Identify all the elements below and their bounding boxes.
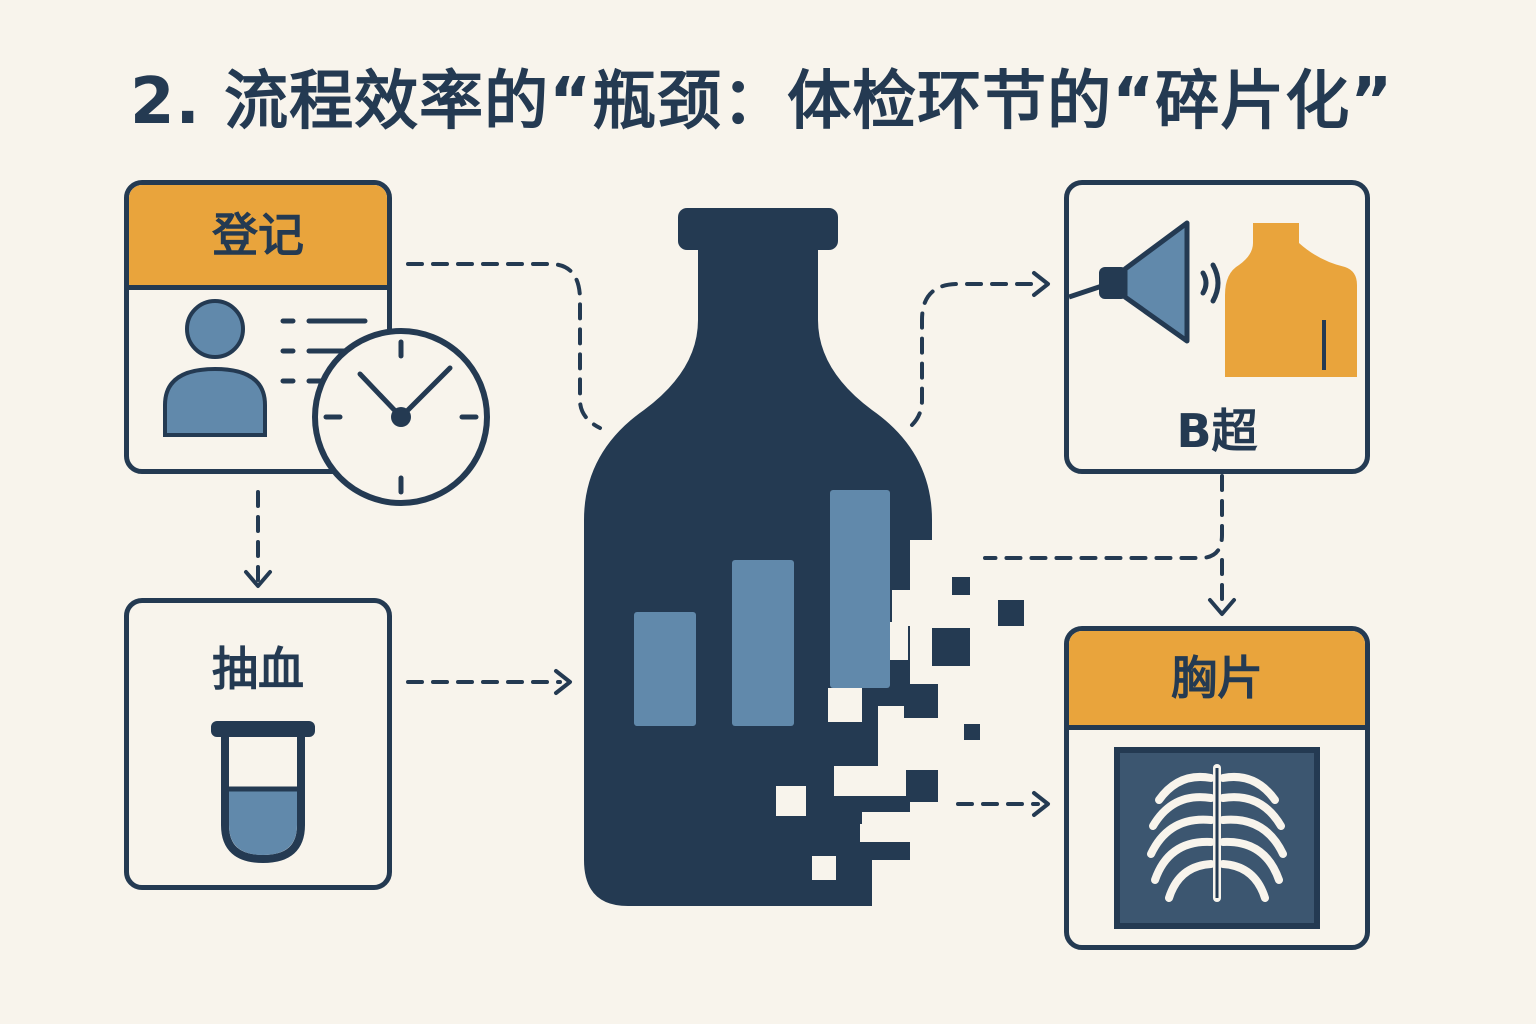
test-tube-icon	[211, 721, 315, 864]
register-label: 登记	[129, 185, 387, 290]
ultrasound-card: B超	[1064, 180, 1370, 474]
blood-draw-label: 抽血	[212, 642, 304, 696]
arrowhead-bottle-left	[554, 669, 572, 695]
clock-icon	[312, 328, 490, 506]
register-card: 登记	[124, 180, 392, 474]
chest-xray-card: 胸片	[1064, 626, 1370, 950]
arrowhead-xray-top	[1208, 598, 1236, 616]
arrowhead-blood	[244, 570, 272, 588]
arrowhead-ultrasound	[1032, 271, 1050, 297]
connector-register-bottle	[406, 262, 602, 430]
ultrasound-label: B超	[1176, 404, 1258, 458]
page-title: 2. 流程效率的“瓶颈：体检环节的“碎片化”	[130, 65, 1394, 139]
torso-icon	[1225, 223, 1357, 377]
connector-bottle-ultrasound	[910, 282, 1040, 427]
blood-draw-card: 抽血	[124, 598, 392, 890]
id-card-icon	[163, 299, 368, 437]
chest-xray-label: 胸片	[1069, 631, 1365, 730]
ultrasound-icon	[1069, 220, 1357, 377]
arrowhead-xray-side	[1032, 791, 1050, 817]
connector-ultrasound-xray	[983, 474, 1224, 560]
xray-film-icon	[1114, 747, 1320, 929]
bottle-icon	[584, 208, 1024, 920]
